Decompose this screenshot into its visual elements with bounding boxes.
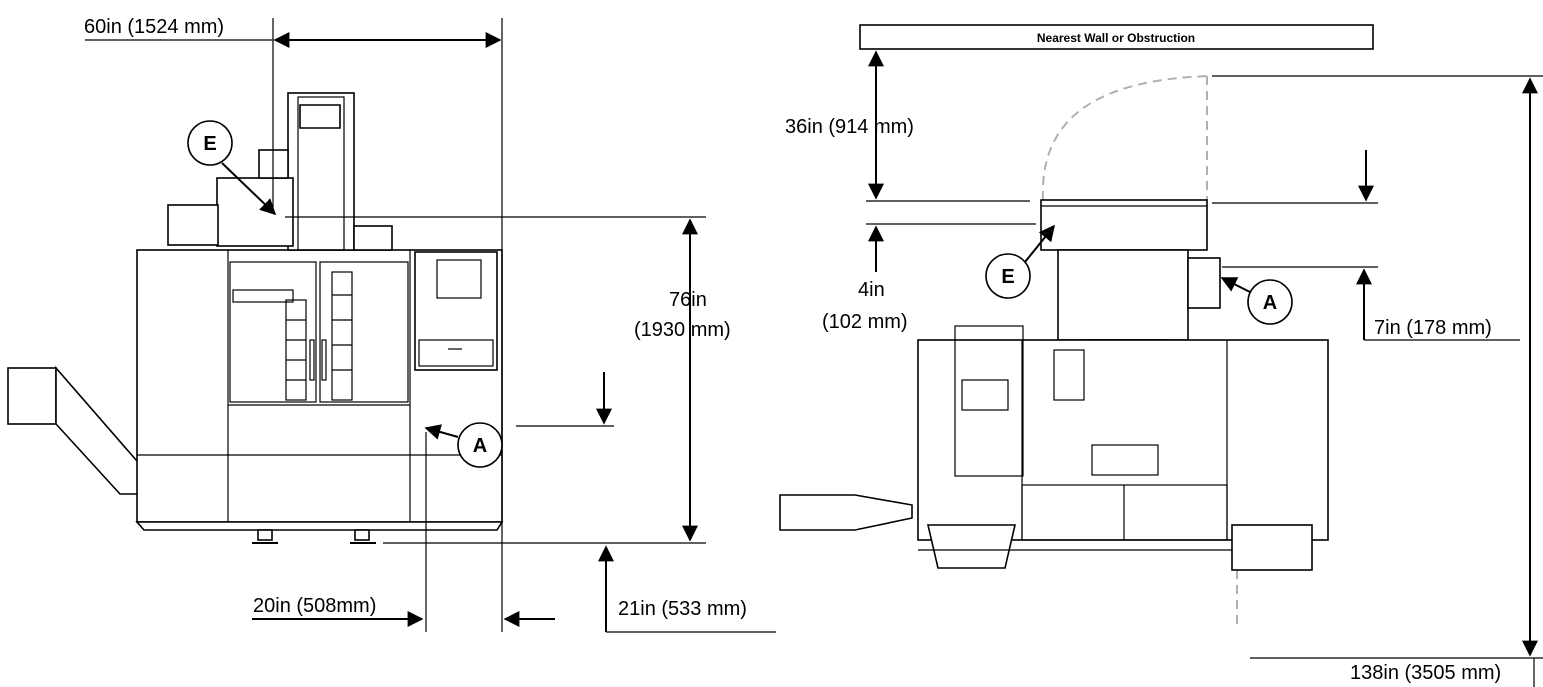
front-bottom-clearance-label: 21in (533 mm) bbox=[618, 598, 747, 620]
front-width-label: 60in (1524 mm) bbox=[84, 16, 224, 38]
top-view-machine bbox=[779, 24, 1374, 628]
total-depth-label: 138in (3505 mm) bbox=[1350, 662, 1501, 684]
front-view-machine bbox=[7, 92, 504, 544]
front-height-label-2: (1930 mm) bbox=[634, 319, 731, 341]
front-view-labels: 60in (1524 mm) 76in (1930 mm) 20in (508m… bbox=[84, 16, 747, 620]
top-view-labels: Nearest Wall or Obstruction 36in (914 mm… bbox=[785, 31, 1501, 684]
top-view-dimensions bbox=[866, 50, 1543, 687]
front-height-label-1: 76in bbox=[669, 289, 707, 311]
top-callout-a: A bbox=[1263, 292, 1277, 314]
front-side-clearance-label: 20in (508mm) bbox=[253, 595, 376, 617]
front-callout-a: A bbox=[473, 435, 487, 457]
small-clearance-label-2: (102 mm) bbox=[822, 311, 908, 333]
front-callout-e: E bbox=[203, 133, 216, 155]
right-clearance-label: 7in (178 mm) bbox=[1374, 317, 1492, 339]
front-view-dimensions bbox=[85, 18, 776, 633]
wall-label: Nearest Wall or Obstruction bbox=[1037, 31, 1195, 45]
small-clearance-label-1: 4in bbox=[858, 279, 885, 301]
top-callout-e: E bbox=[1001, 266, 1014, 288]
wall-clearance-label: 36in (914 mm) bbox=[785, 116, 914, 138]
